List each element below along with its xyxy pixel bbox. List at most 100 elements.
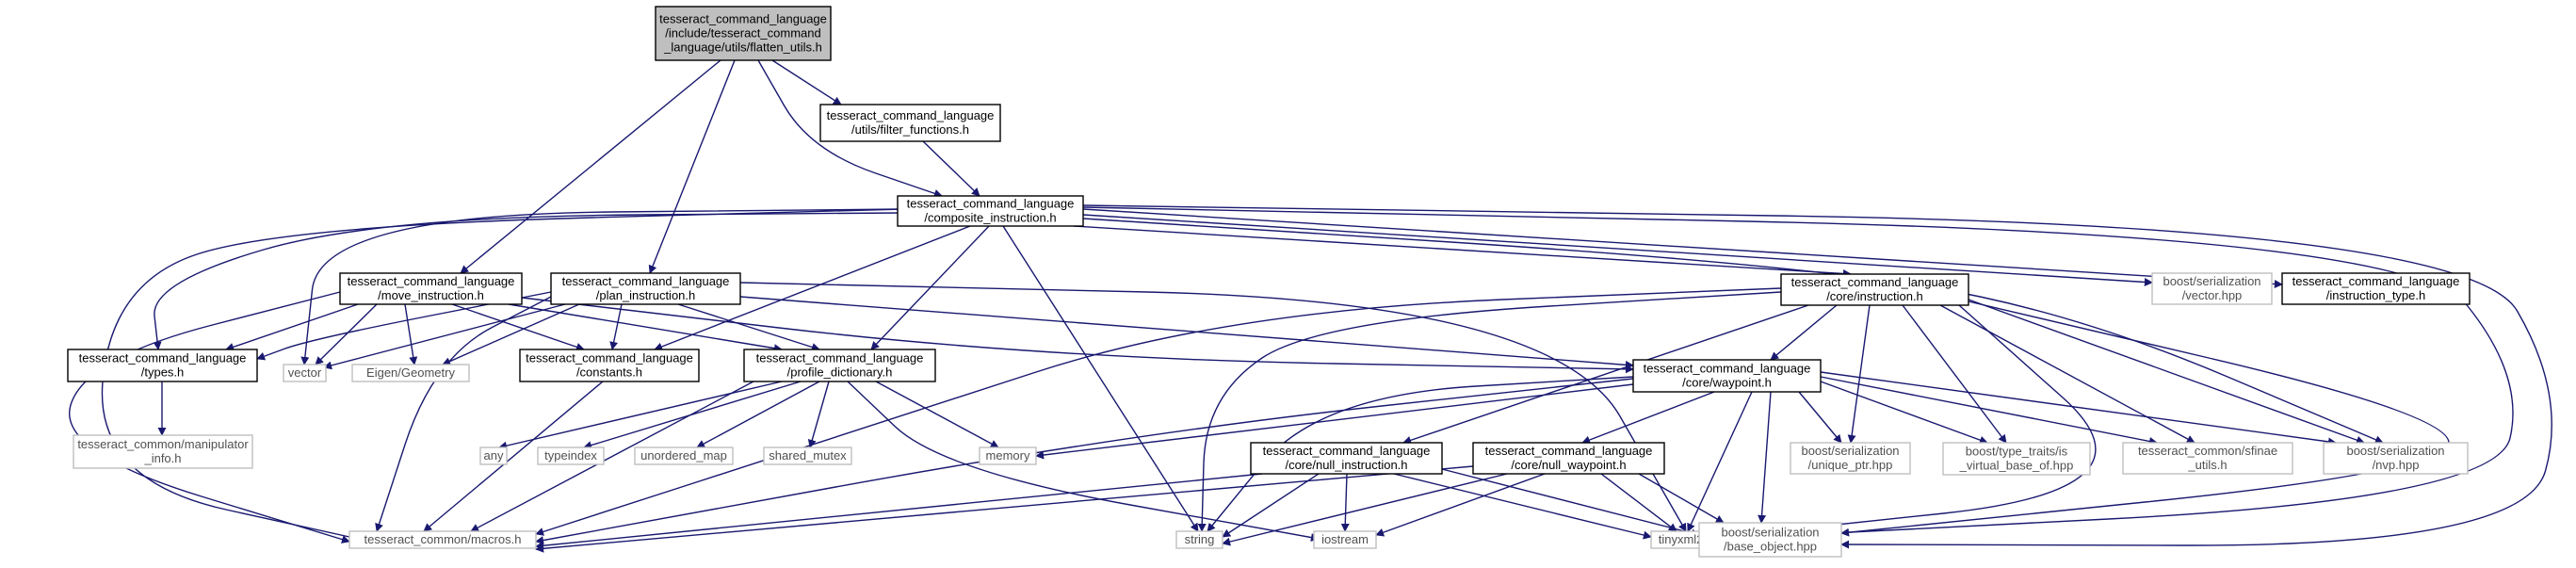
edge-plan-to-constants: [609, 303, 623, 350]
node-types[interactable]: tesseract_command_language/types.h: [67, 349, 258, 382]
node-sfinae-label-line: tesseract_common/sfinae: [2138, 444, 2277, 458]
node-vector-label-line: vector: [288, 365, 322, 380]
node-move[interactable]: tesseract_command_language/move_instruct…: [339, 272, 523, 305]
node-nvp: boost/serialization/nvp.hpp: [2323, 442, 2469, 475]
edge-nullinstr-to-iostream: [1340, 473, 1350, 532]
node-plan[interactable]: tesseract_command_language/plan_instruct…: [550, 272, 741, 305]
node-uptr: boost/serialization/unique_ptr.hpp: [1790, 442, 1911, 475]
node-uptr-box: [1790, 442, 1911, 475]
edge-nullwp-to-macros: [535, 465, 1474, 553]
edge-coreinstr-to-waypoint: [1770, 304, 1838, 361]
node-nullwp-label-line: /core/null_waypoint.h: [1511, 458, 1626, 472]
node-typeindex-box: [537, 446, 605, 465]
edge-nullinstr-to-baseobj: [1441, 468, 1700, 538]
edge-nullwp-to-baseobj: [1638, 473, 1725, 524]
edge-coreinstr-to-string: [1197, 291, 1782, 532]
node-memory-box: [979, 446, 1037, 465]
node-memory-label-line: memory: [986, 448, 1030, 463]
node-ivbase-label-line: _virtual_base_of.hpp: [1959, 459, 2074, 473]
node-types-box: [67, 349, 258, 382]
node-plan-box: [550, 272, 741, 305]
edge-plan-to-types: [256, 291, 552, 361]
edge-nullwp-to-tinyxml: [1600, 473, 1677, 532]
edge-waypoint-to-uptr: [1798, 391, 1842, 444]
node-waypoint-label-line: /core/waypoint.h: [1682, 376, 1772, 390]
edge-flatten-to-move: [460, 59, 721, 274]
edge-plan-to-waypoint: [739, 296, 1634, 369]
edge-coreinstr-to-uptr: [1847, 304, 1871, 444]
edge-coreinstr-to-nvp: [1968, 299, 2365, 445]
node-ivbase-label-line: boost/type_traits/is: [1966, 445, 2068, 459]
node-eigen-box: [351, 364, 470, 382]
node-manip-box: [73, 434, 253, 469]
edge-move-to-macros: [69, 291, 350, 544]
node-coreinstr-label-line: /core/instruction.h: [1826, 289, 1923, 303]
node-itype[interactable]: tesseract_command_language/instruction_t…: [2281, 272, 2471, 305]
node-macros-box: [348, 530, 537, 549]
edge-coreinstr-to-nullinstr: [1402, 304, 1809, 445]
node-smutex: shared_mutex: [763, 446, 852, 465]
edge-composite-to-macros: [101, 208, 903, 542]
edge-composite-to-string: [1002, 225, 1199, 532]
edge-move-to-vector: [315, 303, 378, 365]
node-nullwp-label-line: tesseract_command_language: [1485, 444, 1653, 458]
edge-plan-to-eigen: [442, 303, 580, 365]
node-baseobj-label-line: boost/serialization: [1721, 526, 1819, 540]
node-eigen: Eigen/Geometry: [351, 364, 470, 382]
node-nullwp-box: [1472, 442, 1665, 475]
edge-move-to-types: [225, 303, 359, 351]
edge-composite-to-baseobj: [1082, 204, 2552, 549]
node-sfinae-box: [2122, 442, 2293, 475]
node-string: string: [1175, 530, 1223, 549]
edge-profile-to-any: [498, 381, 783, 450]
node-flatten[interactable]: tesseract_command_language/include/tesse…: [655, 6, 832, 61]
edge-nullwp-to-iostream: [1375, 473, 1546, 537]
node-profile-box: [743, 349, 936, 382]
node-string-box: [1175, 530, 1223, 549]
edge-coreinstr-to-macros: [535, 287, 1782, 536]
edge-move-to-waypoint: [521, 297, 1634, 374]
nodes-layer: tesseract_command_language/include/tesse…: [67, 6, 2471, 558]
node-nvp-label-line: boost/serialization: [2346, 444, 2444, 458]
node-typeindex-label-line: typeindex: [544, 448, 597, 463]
edge-waypoint-to-tinyxml: [1687, 391, 1753, 532]
edge-plan-to-macros: [375, 296, 552, 532]
edge-waypoint-to-string: [1207, 376, 1634, 532]
node-manip-label-line: tesseract_common/manipulator: [77, 437, 249, 451]
node-profile[interactable]: tesseract_command_language/profile_dicti…: [743, 349, 936, 382]
node-bvector: boost/serialization/vector.hpp: [2151, 272, 2273, 305]
node-waypoint[interactable]: tesseract_command_language/core/waypoint…: [1632, 359, 1822, 393]
edge-coreinstr-to-ivbase: [1902, 304, 2007, 444]
edge-composite-to-itype: [1082, 208, 2283, 288]
edge-profile-to-smutex: [807, 381, 830, 448]
edge-plan-to-vector: [323, 303, 566, 370]
edge-profile-to-umap: [696, 381, 820, 448]
node-iostream: iostream: [1313, 530, 1377, 549]
node-flatten-label-line: _language/utils/flatten_utils.h: [663, 41, 822, 55]
node-composite-label-line: tesseract_command_language: [907, 197, 1075, 211]
node-plan-label-line: /plan_instruction.h: [596, 288, 696, 302]
node-nullinstr-label-line: /core/null_instruction.h: [1285, 458, 1407, 472]
node-waypoint-box: [1632, 359, 1822, 393]
node-any-box: [479, 446, 508, 465]
edge-move-to-profile: [508, 303, 783, 353]
node-eigen-label-line: Eigen/Geometry: [366, 365, 455, 380]
node-manip-label-line: _info.h: [143, 451, 181, 465]
node-filter[interactable]: tesseract_command_language/utils/filter_…: [819, 104, 1001, 142]
node-umap-box: [634, 446, 734, 465]
node-move-box: [339, 272, 523, 305]
edge-profile-to-macros: [470, 381, 754, 532]
node-constants[interactable]: tesseract_command_language/constants.h: [519, 349, 700, 382]
node-coreinstr-box: [1780, 273, 1969, 306]
node-nullinstr[interactable]: tesseract_command_language/core/null_ins…: [1250, 442, 1443, 475]
node-nullwp[interactable]: tesseract_command_language/core/null_way…: [1472, 442, 1665, 475]
node-manip: tesseract_common/manipulator_info.h: [73, 434, 253, 469]
edge-nullinstr-to-macros: [535, 473, 1263, 550]
node-constants-label-line: /constants.h: [576, 365, 642, 380]
node-sfinae: tesseract_common/sfinae_utils.h: [2122, 442, 2293, 475]
node-nullinstr-label-line: tesseract_command_language: [1263, 444, 1431, 458]
node-coreinstr[interactable]: tesseract_command_language/core/instruct…: [1780, 273, 1969, 306]
node-composite[interactable]: tesseract_command_language/composite_ins…: [897, 195, 1084, 227]
node-coreinstr-label-line: tesseract_command_language: [1791, 275, 1959, 289]
